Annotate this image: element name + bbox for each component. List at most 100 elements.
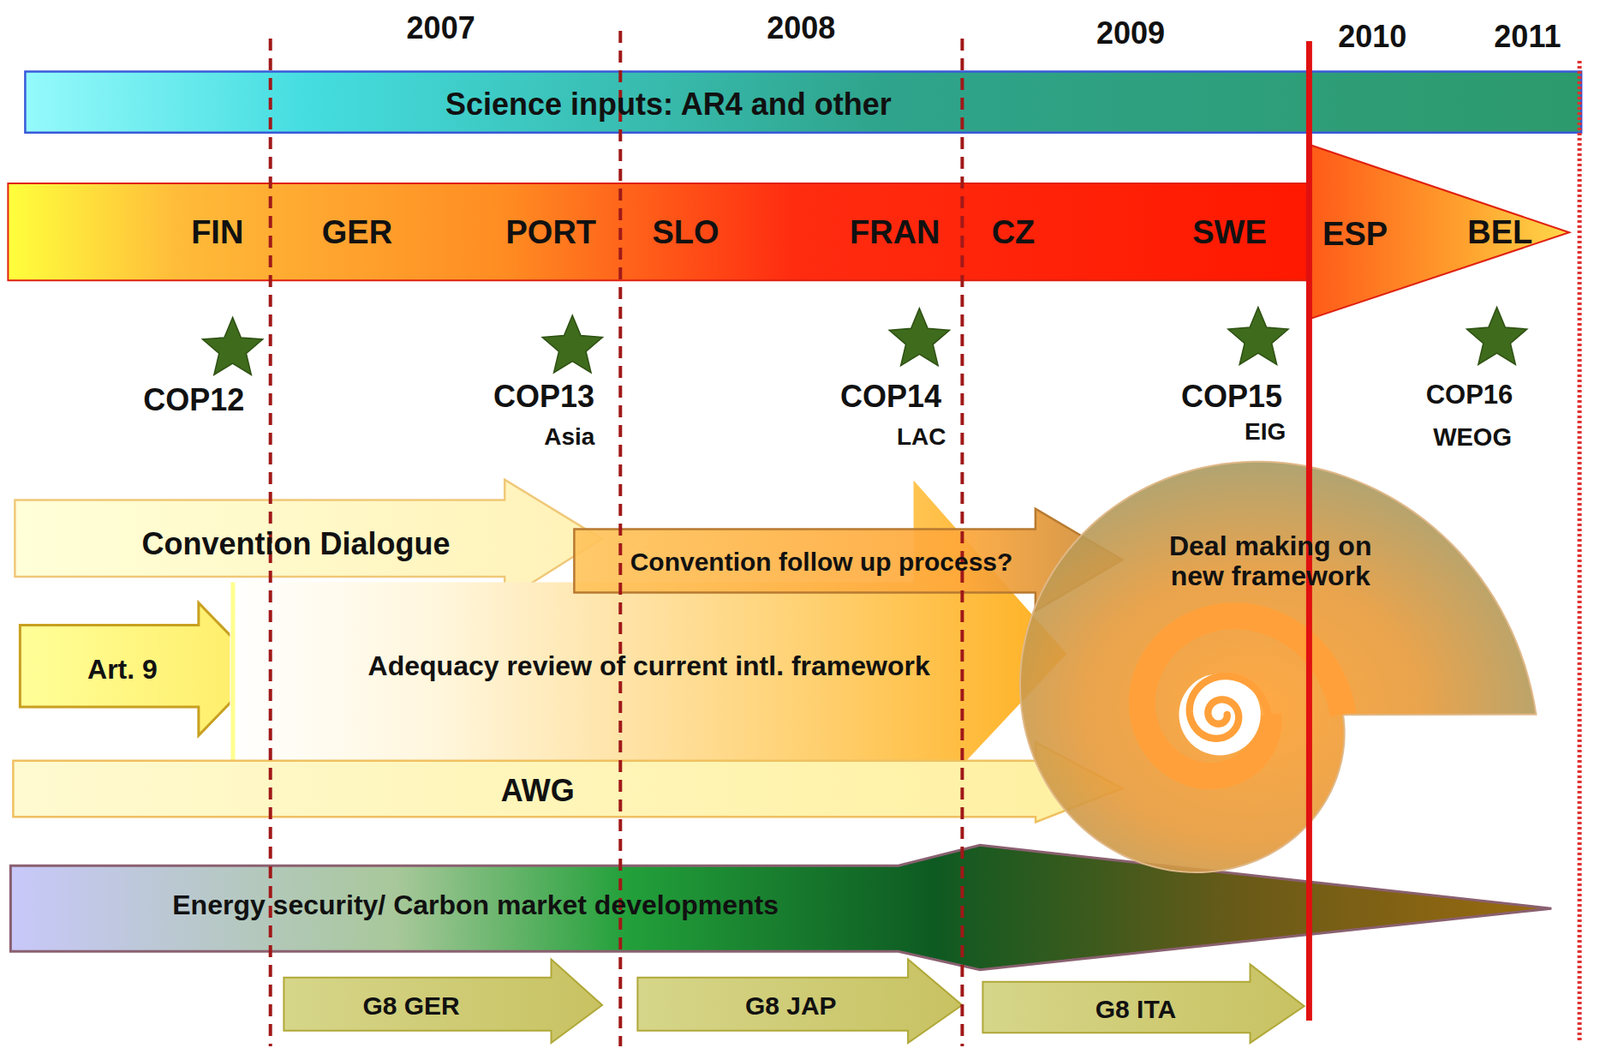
- cop-label: COP12: [143, 382, 245, 418]
- text-holder: G8 ITA: [1095, 994, 1177, 1023]
- text-holder: Adequacy review of current intl. framewo…: [368, 650, 931, 681]
- deal-spiral: Deal making on new framework: [1000, 459, 1541, 878]
- star-symbol: [202, 316, 263, 375]
- label-holder: EIG: [1244, 418, 1286, 446]
- g8-arrow: G8 JAP: [635, 956, 965, 1048]
- cop-label: COP16: [1426, 380, 1514, 410]
- node-text: PORT: [506, 214, 598, 251]
- label-holder: WEOG: [1432, 423, 1512, 452]
- label-holder: COP16: [1426, 380, 1514, 410]
- arrow-shape: [982, 964, 1304, 1044]
- science-band: Science inputs: AR4 and other: [23, 69, 1585, 135]
- year-label: 2007: [406, 11, 476, 47]
- year-label: 2010: [1337, 19, 1407, 54]
- g8-arrow: G8 ITA: [980, 961, 1307, 1048]
- label-holder: COP13: [493, 380, 595, 415]
- energy-band: Energy security/ Carbon market developme…: [8, 842, 1554, 972]
- node-text: Convention follow up process?: [630, 547, 1014, 576]
- year-label: 2008: [766, 11, 836, 47]
- article-arrow: Art. 9: [17, 600, 265, 738]
- label-holder: 2010: [1337, 19, 1407, 54]
- star-symbol: [1466, 307, 1527, 365]
- label-holder: COP12: [143, 382, 245, 418]
- text-holder: Convention follow up process?: [630, 547, 1014, 576]
- end-line: [1577, 60, 1583, 1041]
- arrow-shape: [8, 183, 1317, 281]
- label-holder: 2008: [766, 11, 836, 47]
- text-holder: G8 JAP: [745, 991, 837, 1020]
- node-text: Adequacy review of current intl. framewo…: [368, 650, 931, 681]
- cop-label: COP15: [1181, 380, 1283, 415]
- year-label: 2011: [1493, 19, 1561, 54]
- node-text: SWE: [1192, 214, 1267, 251]
- spiral-band: [1141, 615, 1344, 777]
- arrow-shape: [638, 959, 963, 1044]
- text-holder: GER: [322, 214, 393, 251]
- cop-label: COP14: [840, 380, 942, 415]
- label-holder: 2007: [406, 11, 476, 47]
- year-divider: [960, 38, 964, 1046]
- text-holder: FIN: [191, 214, 244, 251]
- arrow-shape: [12, 741, 1123, 822]
- star-symbol: [1228, 307, 1289, 365]
- year-divider: [268, 38, 273, 1046]
- node-text: FRAN: [849, 214, 941, 251]
- text-holder: BEL: [1467, 214, 1533, 251]
- deadline-line: [1306, 41, 1313, 1021]
- label-holder: COP14: [840, 380, 942, 415]
- text-holder: CZ: [991, 214, 1036, 251]
- node-text: GER: [322, 214, 393, 251]
- presidency-arrow: FIN GER PORT SLO FRAN CZ SWE ESP BEL: [5, 140, 1574, 324]
- spiral-shell: [1020, 461, 1536, 872]
- node-text: G8 GER: [362, 991, 460, 1020]
- text-holder: FRAN: [849, 214, 941, 251]
- text-holder: SLO: [652, 214, 720, 251]
- spiral-curl: [1188, 675, 1267, 739]
- shape-outline: [1000, 459, 1541, 878]
- arrow-shape: [1308, 144, 1570, 320]
- star-symbol: [889, 308, 950, 366]
- text-holder: Energy security/ Carbon market developme…: [172, 889, 779, 920]
- text-holder: AWG: [501, 773, 575, 808]
- arrow-shape: [20, 602, 264, 735]
- arrow-shape: [25, 71, 1583, 132]
- node-text: Energy security/ Carbon market developme…: [172, 889, 779, 920]
- label-holder: Asia: [543, 423, 595, 450]
- cop-label: COP13: [493, 380, 595, 415]
- label-holder: 2011: [1493, 19, 1561, 54]
- label-holder: LAC: [896, 423, 947, 450]
- text-holder: Science inputs: AR4 and other: [445, 87, 892, 122]
- text-holder: G8 GER: [362, 991, 460, 1020]
- cop-stars: [202, 307, 1527, 376]
- text-holder: Art. 9: [87, 654, 158, 685]
- year-divider: [618, 30, 622, 1046]
- awg-arrow: AWG: [11, 740, 1125, 824]
- node-text: Deal making on new framework: [1141, 531, 1399, 592]
- g8-arrow: G8 GER: [281, 956, 604, 1048]
- arrow-shape: [10, 844, 1552, 969]
- region-label: EIG: [1244, 418, 1286, 446]
- year-label: 2009: [1096, 17, 1165, 52]
- node-text: Science inputs: AR4 and other: [445, 87, 892, 122]
- text-holder: Deal making on new framework: [1141, 531, 1399, 592]
- star-symbol: [542, 315, 603, 373]
- text-holder: PORT: [506, 214, 598, 251]
- label-holder: 2009: [1096, 17, 1165, 52]
- node-text: SLO: [652, 214, 720, 251]
- node-text: G8 ITA: [1095, 994, 1177, 1023]
- region-label: LAC: [896, 423, 947, 450]
- region-label: WEOG: [1432, 423, 1512, 452]
- text-holder: ESP: [1322, 216, 1388, 253]
- node-text: BEL: [1467, 214, 1533, 251]
- node-text: CZ: [991, 214, 1036, 251]
- node-text: FIN: [191, 214, 244, 251]
- node-text: ESP: [1322, 216, 1388, 253]
- node-text: AWG: [501, 773, 575, 808]
- text-holder: SWE: [1192, 214, 1267, 251]
- node-text: Convention Dialogue: [141, 526, 450, 562]
- arrow-shape: [230, 581, 235, 760]
- label-holder: COP15: [1181, 380, 1283, 415]
- arrow-shape: [283, 959, 603, 1044]
